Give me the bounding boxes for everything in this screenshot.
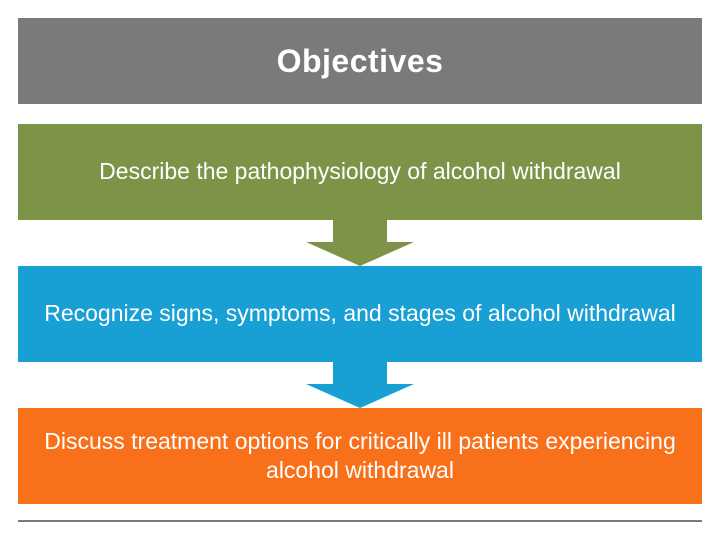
process-step-1-label: Describe the pathophysiology of alcohol … — [99, 158, 621, 185]
down-arrow-green-icon — [0, 220, 720, 266]
down-arrow-blue-icon — [0, 362, 720, 408]
process-step-2: Recognize signs, symptoms, and stages of… — [18, 266, 702, 362]
process-step-2-label: Recognize signs, symptoms, and stages of… — [44, 300, 676, 327]
footer-divider — [18, 520, 702, 522]
process-step-1: Describe the pathophysiology of alcohol … — [18, 124, 702, 220]
title-bar: Objectives — [18, 18, 702, 104]
process-step-3: Discuss treatment options for critically… — [18, 408, 702, 504]
page-title: Objectives — [276, 42, 444, 79]
process-step-3-label: Discuss treatment options for critically… — [44, 427, 676, 483]
